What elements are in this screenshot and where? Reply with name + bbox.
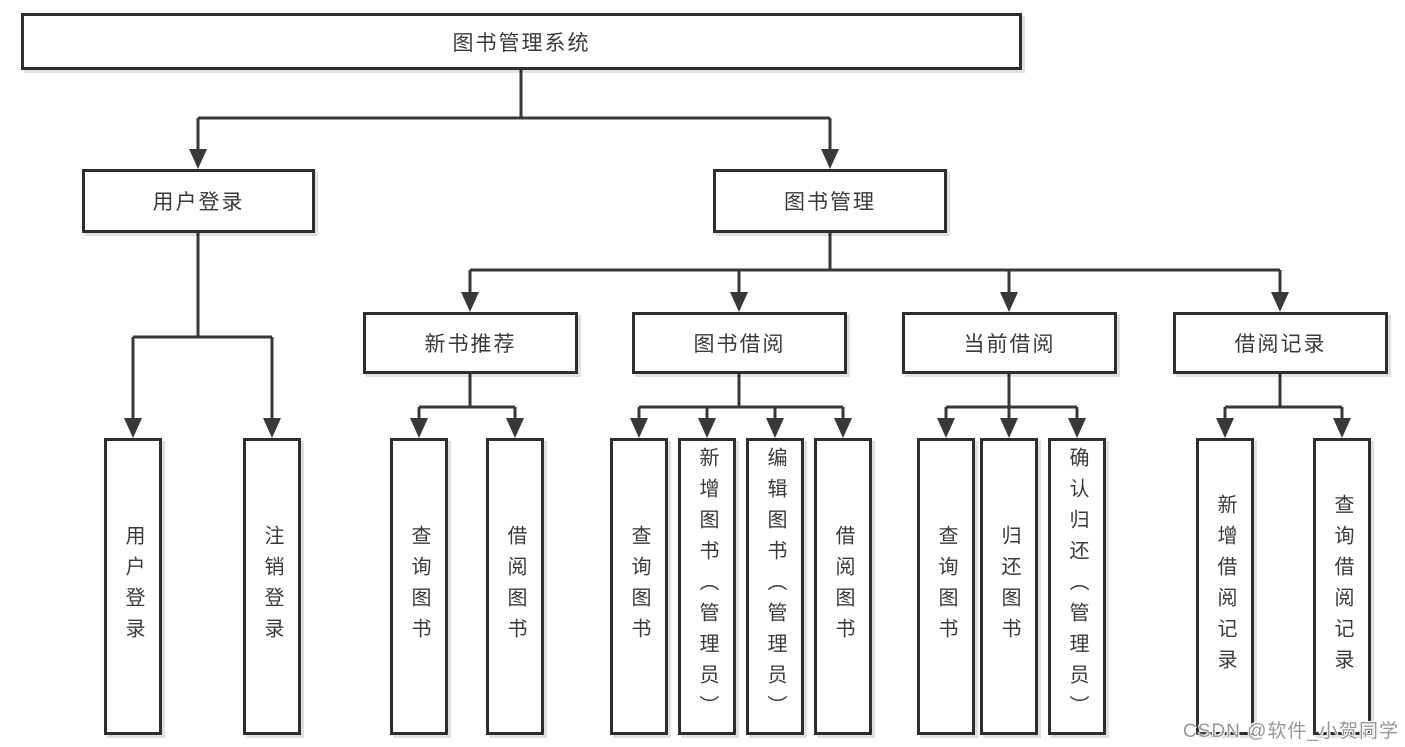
csdn-watermark: CSDN @软件_小贺同学 xyxy=(1183,721,1399,742)
arrow-down-icon xyxy=(461,292,479,312)
connector-user-login-to-leaves xyxy=(124,233,281,438)
connector-borrowing-to-leaves xyxy=(630,374,852,438)
arrow-down-icon xyxy=(937,418,955,438)
leaf-user-login: 用户登录 xyxy=(104,438,162,735)
arrow-down-icon xyxy=(506,418,524,438)
arrow-down-icon xyxy=(766,418,784,438)
node-new-book-recommend: 新书推荐 xyxy=(363,312,578,374)
node-book-borrowing: 图书借阅 xyxy=(632,312,847,374)
arrow-down-icon xyxy=(630,418,648,438)
connector-current-to-leaves xyxy=(937,374,1086,438)
leaf-logout: 注销登录 xyxy=(243,438,301,735)
connector-book-management-to-groups xyxy=(461,233,1289,312)
arrow-down-icon xyxy=(1271,292,1289,312)
leaf-borrowing-query-books: 查询图书 xyxy=(610,438,668,735)
arrow-down-icon xyxy=(1000,418,1018,438)
node-root-label: 图书管理系统 xyxy=(452,31,591,55)
arrow-down-icon xyxy=(124,418,142,438)
connector-root-to-level2 xyxy=(189,70,839,169)
arrow-down-icon xyxy=(834,418,852,438)
connector-recommend-to-leaves xyxy=(410,374,524,438)
arrow-down-icon xyxy=(698,418,716,438)
arrow-down-icon xyxy=(410,418,428,438)
arrow-down-icon xyxy=(821,149,839,169)
arrow-down-icon xyxy=(263,418,281,438)
node-current-borrowing-label: 当前借阅 xyxy=(963,333,1056,356)
arrow-down-icon xyxy=(1333,418,1351,438)
leaf-add-borrow-record: 新增借阅记录 xyxy=(1196,438,1254,735)
arrow-down-icon xyxy=(1216,418,1234,438)
node-borrowing-records-label: 借阅记录 xyxy=(1234,333,1327,356)
arrow-down-icon xyxy=(730,292,748,312)
node-book-borrowing-label: 图书借阅 xyxy=(693,333,786,356)
leaf-query-borrow-record: 查询借阅记录 xyxy=(1313,438,1371,735)
node-book-management-label: 图书管理 xyxy=(784,191,876,214)
leaf-edit-book-admin: 编辑图书（管理员） xyxy=(746,438,804,735)
leaf-add-book-admin: 新增图书（管理员） xyxy=(678,438,736,735)
node-new-book-recommend-label: 新书推荐 xyxy=(424,333,517,356)
leaf-recommend-borrow-books: 借阅图书 xyxy=(486,438,544,735)
node-user-login-label: 用户登录 xyxy=(152,191,245,214)
node-user-login: 用户登录 xyxy=(82,169,315,233)
leaf-confirm-return-admin: 确认归还（管理员） xyxy=(1048,438,1106,735)
arrow-down-icon xyxy=(189,149,207,169)
node-current-borrowing: 当前借阅 xyxy=(902,312,1117,374)
leaf-recommend-query-books: 查询图书 xyxy=(390,438,448,735)
node-borrowing-records: 借阅记录 xyxy=(1173,312,1388,374)
leaf-borrowing-borrow-books: 借阅图书 xyxy=(814,438,872,735)
leaf-current-query-books: 查询图书 xyxy=(917,438,975,735)
leaf-return-books: 归还图书 xyxy=(980,438,1038,735)
arrow-down-icon xyxy=(1068,418,1086,438)
node-book-management: 图书管理 xyxy=(713,169,947,233)
node-root: 图书管理系统 xyxy=(21,13,1022,70)
connector-records-to-leaves xyxy=(1216,374,1351,438)
arrow-down-icon xyxy=(1000,292,1018,312)
